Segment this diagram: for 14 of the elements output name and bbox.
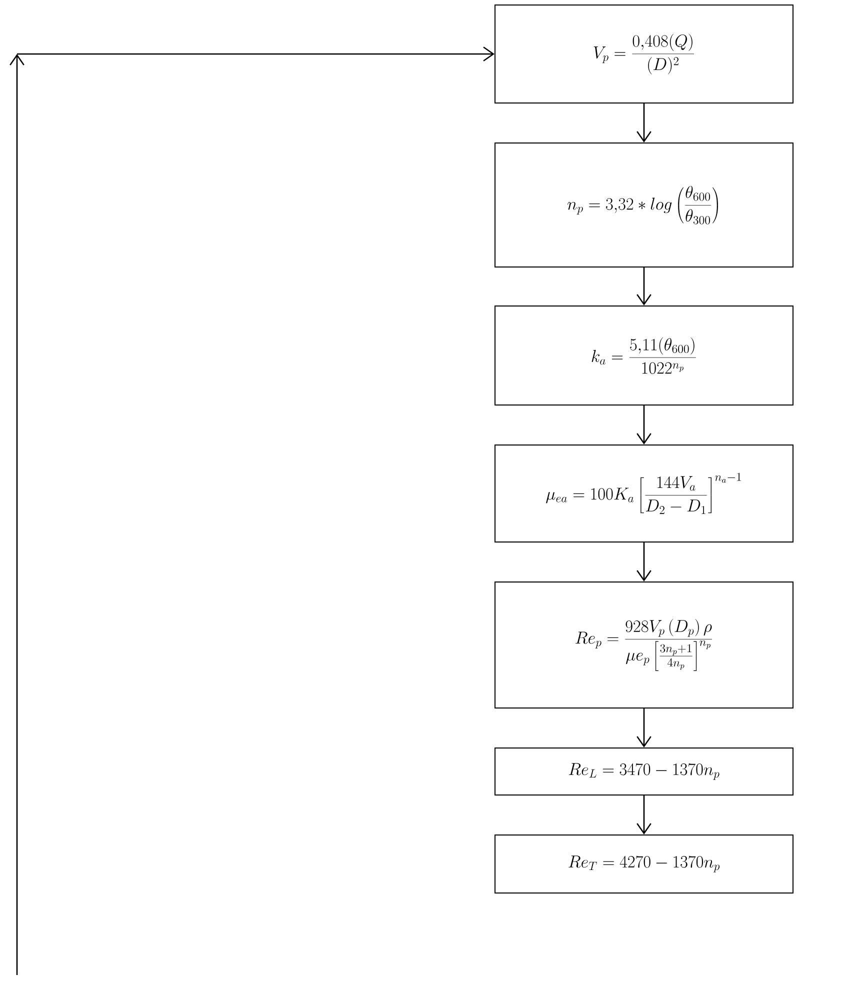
formula-box: $Re_T = 4270 - 1370n_p$ xyxy=(494,834,794,894)
formula-box: $Re_p = \frac{928V_p\left(D_p\right)\rho}{\mu e_p\left[\frac{3n_p+1}{4n_p}\right]^{n_p}}$ xyxy=(494,582,794,708)
arrow xyxy=(636,104,652,142)
arrow xyxy=(636,796,652,834)
formula-box: $k_a = \frac{5{,}11(\theta_{600})}{1022^{n_p}}$ xyxy=(494,306,794,406)
formula-box: $Re_L = 3470 - 1370n_p$ xyxy=(494,748,794,796)
arrow xyxy=(636,406,652,444)
formula-box: $\mu_{ea} = 100K_a\left[\frac{144V_a}{D_2 - D_1}\right]^{n_a-1}$ xyxy=(494,444,794,542)
formula-box: $n_p = 3{,}32 * log\left(\frac{\theta_{600}}{\theta_{300}}\right)$ xyxy=(494,142,794,268)
arrow xyxy=(636,268,652,306)
arrow xyxy=(10,46,494,975)
arrow xyxy=(636,542,652,582)
formula-box: $V_p = \frac{0{,}408(Q)}{(D)^2}$ xyxy=(494,4,794,104)
arrow xyxy=(636,708,652,748)
